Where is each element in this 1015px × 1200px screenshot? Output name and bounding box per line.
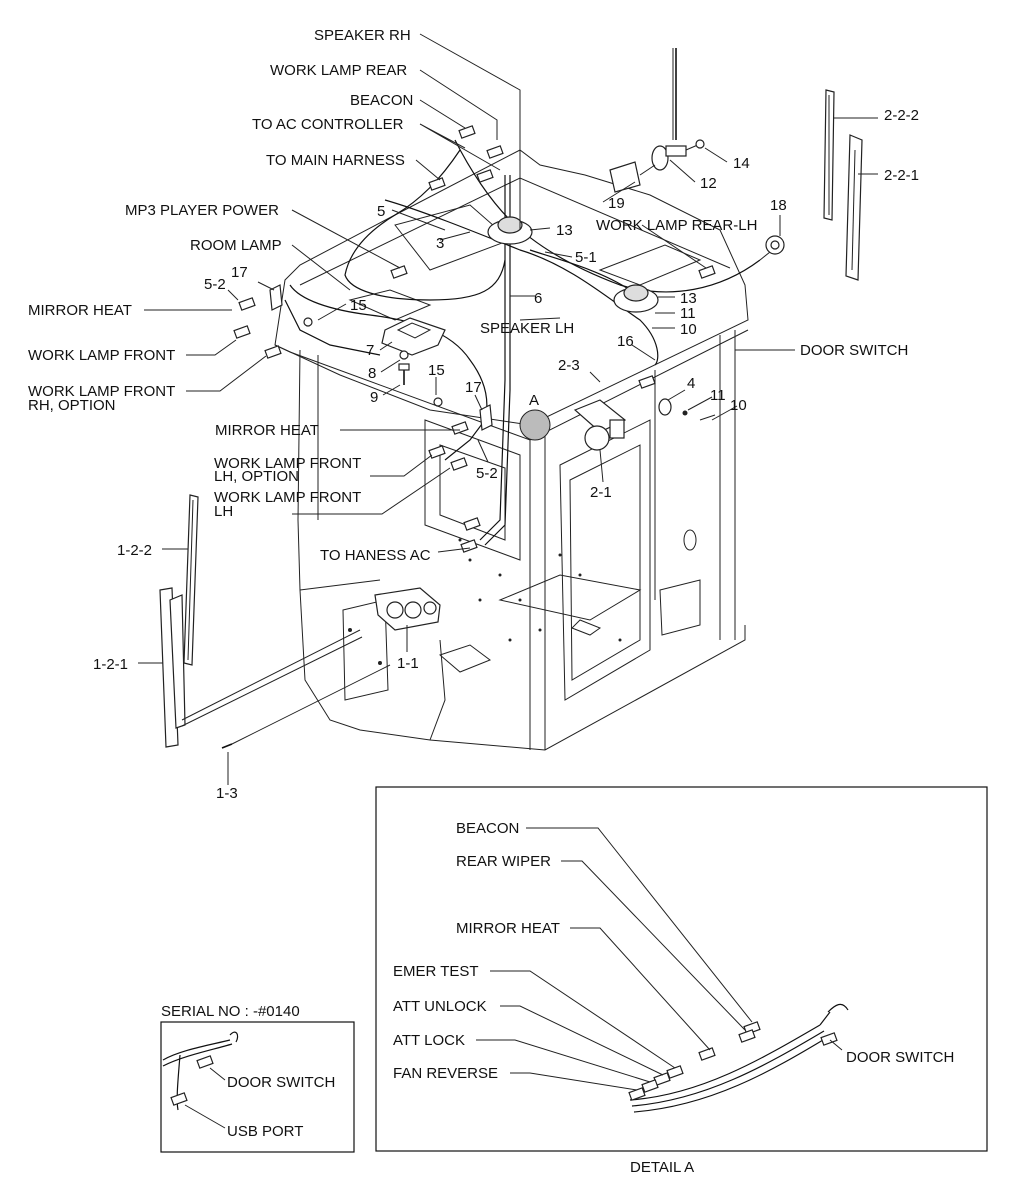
part-16: 16: [617, 333, 634, 350]
detail-door-switch: DOOR SWITCH: [846, 1049, 954, 1066]
part-2-2-1: 2-2-1: [884, 167, 919, 184]
label-mirror-heat-mid: MIRROR HEAT: [215, 422, 319, 439]
rear-wiper-part: [823, 89, 863, 281]
label-to-hanes-ac: TO HANESS AC: [320, 547, 431, 564]
part-3: 3: [436, 235, 444, 252]
part-1-1: 1-1: [397, 655, 419, 672]
serial-usb-port: USB PORT: [227, 1123, 303, 1140]
part-4: 4: [687, 375, 695, 392]
label-work-lamp-front-lh-opt-line2: LH, OPTION: [214, 468, 299, 485]
label-work-lamp-rear: WORK LAMP REAR: [270, 62, 407, 79]
grommet-part-4: [658, 398, 716, 421]
serial-panel: SERIAL NO : -#0140 DOOR SWITCH USB PORT: [160, 1003, 355, 1153]
beacon-antenna-part: [651, 48, 705, 171]
detail-a-panel: BEACON REAR WIPER MIRROR HEAT EMER TEST …: [375, 786, 988, 1176]
label-to-main-harness: TO MAIN HARNESS: [266, 152, 405, 169]
label-work-lamp-front-lh-opt-line1: WORK LAMP FRONT: [214, 455, 361, 472]
label-work-lamp-front: WORK LAMP FRONT: [28, 347, 175, 364]
detail-mirror-heat: MIRROR HEAT: [456, 920, 560, 937]
label-speaker-rh: SPEAKER RH: [314, 27, 411, 44]
room-lamp-part: [381, 317, 446, 356]
label-mp3-player-power: MP3 PLAYER POWER: [125, 202, 279, 219]
part-9: 9: [370, 389, 378, 406]
label-beacon: BEACON: [350, 92, 413, 109]
part-numbers: 2-2-2 2-2-1 14 12 19 18 13 13 11 10 16 4…: [93, 107, 919, 802]
work-lamp-rear-lh-part: [759, 235, 785, 261]
detail-emer-test: EMER TEST: [393, 963, 479, 980]
part-1-2-2: 1-2-2: [117, 542, 152, 559]
part-15-b: 15: [428, 362, 445, 379]
detail-fan-reverse: FAN REVERSE: [393, 1065, 498, 1082]
part-19: 19: [608, 195, 625, 212]
part-14: 14: [733, 155, 750, 172]
part-5: 5: [377, 203, 385, 220]
detail-rear-wiper: REAR WIPER: [456, 853, 551, 870]
harness-wires: [284, 139, 761, 546]
wiper-motor-part: [374, 587, 441, 631]
detail-att-unlock: ATT UNLOCK: [393, 998, 487, 1015]
part-2-2-2: 2-2-2: [884, 107, 919, 124]
clip-parts-17: [269, 284, 493, 431]
part-8: 8: [368, 365, 376, 382]
part-13-top: 13: [556, 222, 573, 239]
detail-a-marker: [519, 409, 551, 441]
detail-beacon: BEACON: [456, 820, 519, 837]
part-1-3: 1-3: [216, 785, 238, 802]
part-15-a: 15: [350, 297, 367, 314]
speaker-lh-part: [613, 284, 659, 313]
part-7: 7: [366, 342, 374, 359]
label-door-switch-main: DOOR SWITCH: [800, 342, 908, 359]
part-5-2-b: 5-2: [476, 465, 498, 482]
leader-lines: [138, 33, 878, 785]
detail-att-lock: ATT LOCK: [393, 1032, 465, 1049]
detail-a-caption: DETAIL A: [630, 1159, 694, 1176]
label-work-lamp-front-lh-line2: LH: [214, 503, 233, 520]
label-speaker-lh: SPEAKER LH: [480, 320, 574, 337]
part-17-a: 17: [231, 264, 248, 281]
serial-door-switch: DOOR SWITCH: [227, 1074, 335, 1091]
label-to-ac-controller: TO AC CONTROLLER: [252, 116, 404, 133]
callout-labels: SPEAKER RH WORK LAMP REAR BEACON TO AC C…: [28, 27, 908, 564]
harness-clips: [233, 125, 716, 553]
part-12: 12: [700, 175, 717, 192]
part-1-2-1: 1-2-1: [93, 656, 128, 673]
part-13-mid: 13: [680, 290, 697, 307]
label-work-lamp-front-rh-line1: WORK LAMP FRONT: [28, 383, 175, 400]
part-5-2-a: 5-2: [204, 276, 226, 293]
part-18: 18: [770, 197, 787, 214]
label-work-lamp-front-lh-line1: WORK LAMP FRONT: [214, 489, 361, 506]
label-work-lamp-rear-lh: WORK LAMP REAR-LH: [596, 217, 757, 234]
part-6: 6: [534, 290, 542, 307]
serial-title: SERIAL NO : -#0140: [161, 1003, 300, 1020]
part-2-3: 2-3: [558, 357, 580, 374]
label-detail-a: A: [529, 392, 539, 409]
part-10-b: 10: [730, 397, 747, 414]
part-17-b: 17: [465, 379, 482, 396]
front-wiper-part: [159, 494, 363, 748]
speaker-rh-part: [487, 216, 533, 245]
pin-part-1-3: [221, 664, 391, 749]
screw-parts-8-9: [398, 350, 410, 385]
bracket-part-19: [609, 161, 656, 193]
label-room-lamp: ROOM LAMP: [190, 237, 282, 254]
part-11-a: 11: [680, 305, 696, 322]
label-mirror-heat-left: MIRROR HEAT: [28, 302, 132, 319]
part-2-1: 2-1: [590, 484, 612, 501]
door-switch-part: [573, 399, 627, 451]
part-5-1: 5-1: [575, 249, 597, 266]
part-11-b: 11: [710, 387, 726, 404]
label-work-lamp-front-rh-line2: RH, OPTION: [28, 397, 116, 414]
cab-body: [274, 149, 749, 751]
part-10-a: 10: [680, 321, 697, 338]
